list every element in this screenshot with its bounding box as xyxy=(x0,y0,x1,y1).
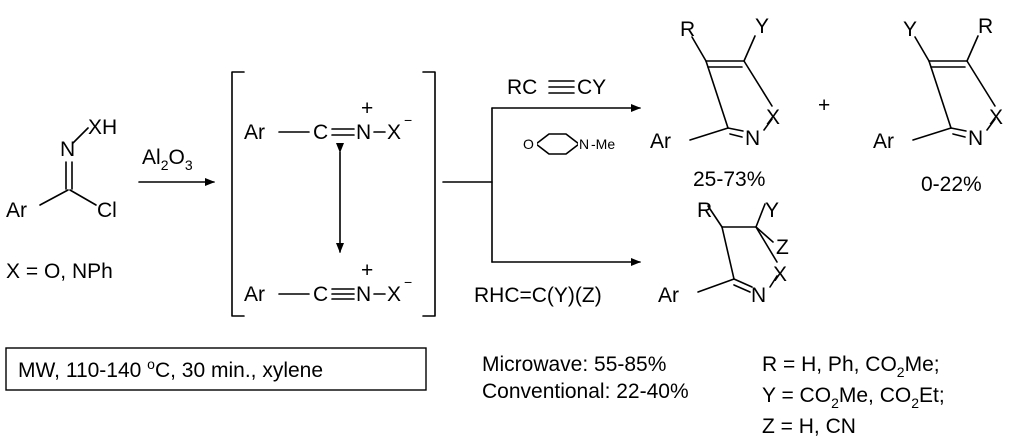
pb-c4-c3 xyxy=(928,60,952,129)
pb-r: R xyxy=(978,15,993,38)
pb-yield: 0-22% xyxy=(921,173,982,196)
pb-ar: Ar xyxy=(873,130,894,153)
morpholine-n-mask xyxy=(578,136,592,152)
pa-c4-r xyxy=(691,36,707,62)
bond-n-x xyxy=(72,127,89,144)
morpholine-n: N xyxy=(579,136,589,152)
int2-x: X xyxy=(387,283,401,306)
pc-c5-x xyxy=(755,226,778,263)
pc-c5-z xyxy=(755,226,774,243)
int1-x: X xyxy=(387,121,401,144)
y-definition: Y = CO2Me, CO2Et; xyxy=(762,384,945,411)
pc-ar: Ar xyxy=(658,284,679,307)
start-ar-group: Ar xyxy=(6,199,27,222)
pc-c3-n-a xyxy=(733,278,753,288)
substituent-definitions: R = H, Ph, CO2Me; Y = CO2Me, CO2Et; Z = … xyxy=(762,353,945,438)
int2-minus: − xyxy=(404,274,412,290)
pa-yield: 25-73% xyxy=(693,168,765,191)
morpholine-o-mask xyxy=(521,136,537,152)
pb-c5-r xyxy=(966,35,979,62)
pb-c3-n-a xyxy=(950,127,967,132)
alkyne-right: CY xyxy=(577,76,606,99)
pa-r: R xyxy=(680,18,695,41)
int1-plus: + xyxy=(361,97,373,120)
morpholine-ring xyxy=(535,133,580,155)
int1-n: N xyxy=(356,121,371,144)
pc-c3-ar xyxy=(697,278,735,293)
alkyne-reagent: RC CY xyxy=(507,76,606,99)
pc-n: N xyxy=(751,284,766,307)
pc-c5-y xyxy=(755,203,766,228)
pa-c5-x xyxy=(743,60,773,107)
alumina-step: Al2O3 xyxy=(138,146,215,186)
pc-r: R xyxy=(697,199,712,222)
pc-c3-n-b xyxy=(733,284,751,293)
int2-n: N xyxy=(356,283,371,306)
x-definition: X = O, NPh xyxy=(6,260,113,283)
pa-ar: Ar xyxy=(650,130,671,153)
pb-x: X xyxy=(989,106,1003,129)
z-definition: Z = H, CN xyxy=(762,415,856,438)
pa-c3-n-b xyxy=(729,133,743,138)
n-methylmorpholine: O N -Me xyxy=(521,133,615,155)
pa-n: N xyxy=(745,127,760,150)
pb-c3-ar xyxy=(912,127,952,141)
pc-n-x xyxy=(769,275,778,288)
pc-x: X xyxy=(773,263,787,286)
pa-c3-n-a xyxy=(727,127,744,132)
pb-n-x xyxy=(986,118,996,131)
conditions-frame xyxy=(5,347,427,391)
pc-y: Y xyxy=(765,199,779,222)
start-xh-group: XH xyxy=(88,116,117,139)
pa-x: X xyxy=(766,106,780,129)
r-definition: R = H, Ph, CO2Me; xyxy=(762,353,940,380)
pb-c5-x xyxy=(966,60,996,107)
branch-arrows xyxy=(442,104,641,266)
pc-c4-c3 xyxy=(721,226,735,280)
conditions-box: MW, 110-140 oC, 30 min., xylene xyxy=(5,347,427,391)
product-a: R Y Ar N X 25-73% xyxy=(650,15,780,191)
alkene-reagent: RHC=C(Y)(Z) xyxy=(474,284,602,307)
pb-c3-n-b xyxy=(952,133,966,138)
conventional-yield: Conventional: 22-40% xyxy=(482,380,689,403)
product-c: R Y Z Ar N X xyxy=(658,199,789,307)
reagent-label: Al2O3 xyxy=(142,146,193,173)
int1-ar: Ar xyxy=(244,121,265,144)
right-bracket xyxy=(422,71,436,317)
pa-c3-ar xyxy=(689,127,729,141)
pb-n: N xyxy=(968,127,983,150)
pb-y: Y xyxy=(903,18,917,41)
pa-n-x xyxy=(763,118,773,131)
pa-c5-y xyxy=(743,35,756,62)
plus-sign: + xyxy=(818,94,830,117)
pa-c4-c3 xyxy=(705,60,729,129)
bond-c-cl xyxy=(69,189,97,206)
int2-ar: Ar xyxy=(244,283,265,306)
left-bracket xyxy=(231,71,245,317)
pa-y: Y xyxy=(755,15,769,38)
int1-c: C xyxy=(313,121,328,144)
starting-material: N XH Ar Cl X = O, NPh xyxy=(6,116,117,283)
product-b: Y R Ar N X 0-22% xyxy=(873,15,1003,196)
int1-minus: − xyxy=(404,112,412,128)
pc-c4-r xyxy=(707,205,723,228)
microwave-yield: Microwave: 55-85% xyxy=(482,353,666,376)
alkyne-left: RC xyxy=(507,76,537,99)
int2-c: C xyxy=(313,283,328,306)
start-cl-atom: Cl xyxy=(97,199,117,222)
pc-z: Z xyxy=(776,236,789,259)
conditions-text: MW, 110-140 oC, 30 min., xylene xyxy=(18,356,323,382)
bond-c-ar xyxy=(39,189,69,206)
int2-plus: + xyxy=(361,259,373,282)
pb-c4-y xyxy=(914,36,930,62)
start-n-atom: N xyxy=(60,138,75,161)
intermediate-resonance: Ar C N + X − Ar C N + X − xyxy=(231,71,436,317)
morpholine-o: O xyxy=(523,136,534,152)
morpholine-methyl: -Me xyxy=(591,136,615,152)
